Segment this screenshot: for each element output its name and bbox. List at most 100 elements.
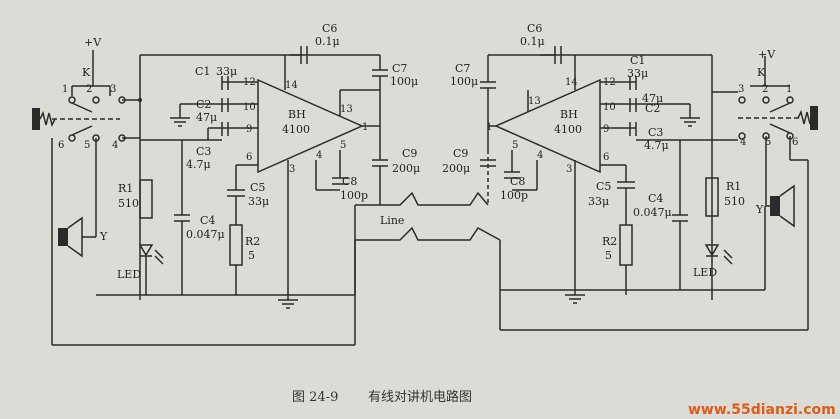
right-switch-label: K xyxy=(757,66,766,79)
right-push-button xyxy=(810,106,818,130)
left-switch-pin-1: 1 xyxy=(62,84,68,95)
left-switch-pin-4: 4 xyxy=(112,140,118,151)
svg-text:13: 13 xyxy=(528,96,541,107)
left-c2-value: 47μ xyxy=(196,111,217,124)
left-speaker-label: Y xyxy=(99,230,108,243)
line-wire-2 xyxy=(355,226,501,241)
left-supply-label: +V xyxy=(84,36,102,49)
left-spring-icon xyxy=(39,110,56,128)
svg-text:14: 14 xyxy=(565,77,578,88)
left-c5-name: C5 xyxy=(250,181,265,194)
right-r2-value: 5 xyxy=(605,249,612,262)
svg-text:10: 10 xyxy=(243,102,256,113)
left-c7-value: 100μ xyxy=(390,75,418,88)
right-c6-name: C6 xyxy=(527,22,542,35)
left-push-button xyxy=(32,108,40,130)
right-circuit: C6 0.1μ C7 100μ BH 4100 1 2 14 10 9 6 3 1… xyxy=(442,22,818,331)
left-switch-pin-2: 2 xyxy=(86,84,92,95)
svg-text:5: 5 xyxy=(340,140,346,151)
right-c9-name: C9 xyxy=(453,147,468,160)
svg-text:1: 1 xyxy=(362,122,368,133)
right-switch-pin-3: 3 xyxy=(738,84,744,95)
left-c4-value: 0.047μ xyxy=(186,228,225,241)
right-r1-name: R1 xyxy=(726,180,741,193)
svg-text:10: 10 xyxy=(603,102,616,113)
left-c6-name: C6 xyxy=(322,22,337,35)
left-c9-name: C9 xyxy=(402,147,417,160)
left-r2 xyxy=(229,224,243,266)
left-switch-pin-5: 5 xyxy=(84,140,90,151)
left-ic-part: 4100 xyxy=(282,123,310,136)
svg-text:9: 9 xyxy=(603,124,609,135)
right-c4-name: C4 xyxy=(648,192,663,205)
right-c1-name: C1 xyxy=(630,54,645,67)
right-speaker-label: Y xyxy=(755,203,764,216)
left-speaker-icon xyxy=(58,228,68,246)
right-c1-value: 33μ xyxy=(627,67,648,80)
left-r1-name: R1 xyxy=(118,182,133,195)
right-supply-label: +V xyxy=(758,48,776,61)
right-r2 xyxy=(619,224,633,266)
right-speaker-icon xyxy=(770,196,780,216)
right-c9-value: 200μ xyxy=(442,162,470,175)
right-c7-value: 100μ xyxy=(450,75,478,88)
right-c5-name: C5 xyxy=(596,180,611,193)
figure-title: 有线对讲机电路图 xyxy=(368,389,472,405)
right-c3-name: C3 xyxy=(648,126,663,139)
left-c9-value: 200μ xyxy=(392,162,420,175)
right-r1 xyxy=(705,177,719,217)
svg-text:4: 4 xyxy=(316,150,322,161)
svg-text:9: 9 xyxy=(246,124,252,135)
left-r2-value: 5 xyxy=(248,249,255,262)
line-connectors: Line xyxy=(354,191,501,330)
left-c8-value: 100p xyxy=(340,189,368,202)
left-c1-name: C1 xyxy=(195,65,210,78)
right-switch-pin-2: 2 xyxy=(762,84,768,95)
right-r1-value: 510 xyxy=(724,195,745,208)
right-c4-value: 0.047μ xyxy=(633,206,672,219)
right-c5-value: 33μ xyxy=(588,195,609,208)
left-switch-label: K xyxy=(82,66,91,79)
right-c7-name: C7 xyxy=(455,62,470,75)
right-c2-name: C2 xyxy=(645,102,660,115)
right-spring-icon xyxy=(797,109,811,125)
watermark: www.55dianzi.com xyxy=(688,402,836,418)
right-r2-name: R2 xyxy=(602,235,617,248)
svg-text:6: 6 xyxy=(246,152,252,163)
left-c7-name: C7 xyxy=(392,62,407,75)
right-switch-pin-5: 5 xyxy=(765,137,771,148)
left-switch-pin-3: 3 xyxy=(110,84,116,95)
right-switch-pin-1: 1 xyxy=(786,84,792,95)
left-led-icon xyxy=(138,244,154,257)
right-led-icon xyxy=(704,244,720,257)
svg-text:5: 5 xyxy=(512,140,518,151)
svg-text:14: 14 xyxy=(285,80,298,91)
svg-text:1: 1 xyxy=(486,122,492,133)
left-c5-value: 33μ xyxy=(248,195,269,208)
left-switch-pin-6: 6 xyxy=(58,140,64,151)
right-ic-part: 4100 xyxy=(554,123,582,136)
right-c2-value: 47μ xyxy=(642,92,663,105)
left-c3-value: 4.7μ xyxy=(186,158,211,171)
right-led-label: LED xyxy=(693,266,717,279)
line-label: Line xyxy=(380,214,404,227)
left-ic-triangle xyxy=(257,78,364,174)
right-c3-value: 4.7μ xyxy=(644,139,669,152)
left-r1-value: 510 xyxy=(118,197,139,210)
right-ic-triangle xyxy=(494,78,601,174)
left-r1 xyxy=(139,179,153,219)
left-c8-name: C8 xyxy=(342,175,357,188)
svg-text:3: 3 xyxy=(566,164,572,175)
right-c8-value: 100p xyxy=(500,189,528,202)
right-c8-name: C8 xyxy=(510,175,525,188)
right-ic-name: BH xyxy=(560,108,578,121)
left-c3-name: C3 xyxy=(196,145,211,158)
left-ic-name: BH xyxy=(288,108,306,121)
left-circuit: +V K 1 2 3 4 5 6 C6 0.1μ xyxy=(32,22,420,346)
right-c6-value: 0.1μ xyxy=(520,35,545,48)
svg-text:6: 6 xyxy=(603,152,609,163)
left-c1-value: 33μ xyxy=(216,65,237,78)
left-led-label: LED xyxy=(117,268,141,281)
